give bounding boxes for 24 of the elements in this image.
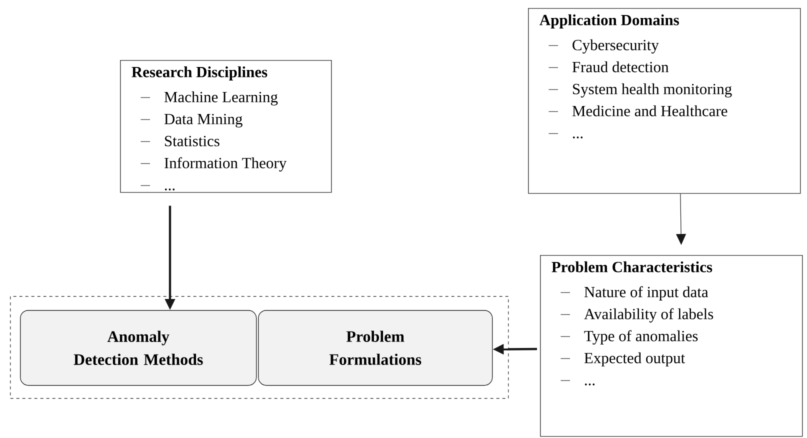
list-item: Expected output <box>584 352 686 366</box>
list-item: Cybersecurity <box>572 39 659 54</box>
list-item: Type of anomalies <box>584 330 698 344</box>
list-item: Nature of input data <box>584 286 708 300</box>
list-item: Information Theory <box>164 157 287 172</box>
method-box: Anomaly Detection Methods <box>20 310 257 386</box>
list-item: ... <box>164 188 175 190</box>
list-item: Statistics <box>165 136 220 146</box>
method-box: Problem Formulations <box>258 310 493 386</box>
list-item: Medicine and Healthcare <box>572 105 728 116</box>
list-box <box>120 60 332 193</box>
list-item: Data Mining <box>164 114 242 128</box>
list-item: System health monitoring <box>572 83 732 98</box>
list-item: Availability of labels <box>584 308 714 322</box>
dashed-frame <box>10 296 509 399</box>
box-heading: Problem Characteristics <box>552 261 712 272</box>
list-item: ... <box>572 136 583 138</box>
list-item: Machine Learning <box>164 91 278 106</box>
list-box <box>528 8 801 194</box>
list-box <box>540 255 803 437</box>
box-heading: Research Disciplines <box>132 66 268 80</box>
list-item: Fraud detection <box>572 61 669 72</box>
box-heading: Application Domains <box>540 14 679 28</box>
list-item: ... <box>584 384 595 386</box>
